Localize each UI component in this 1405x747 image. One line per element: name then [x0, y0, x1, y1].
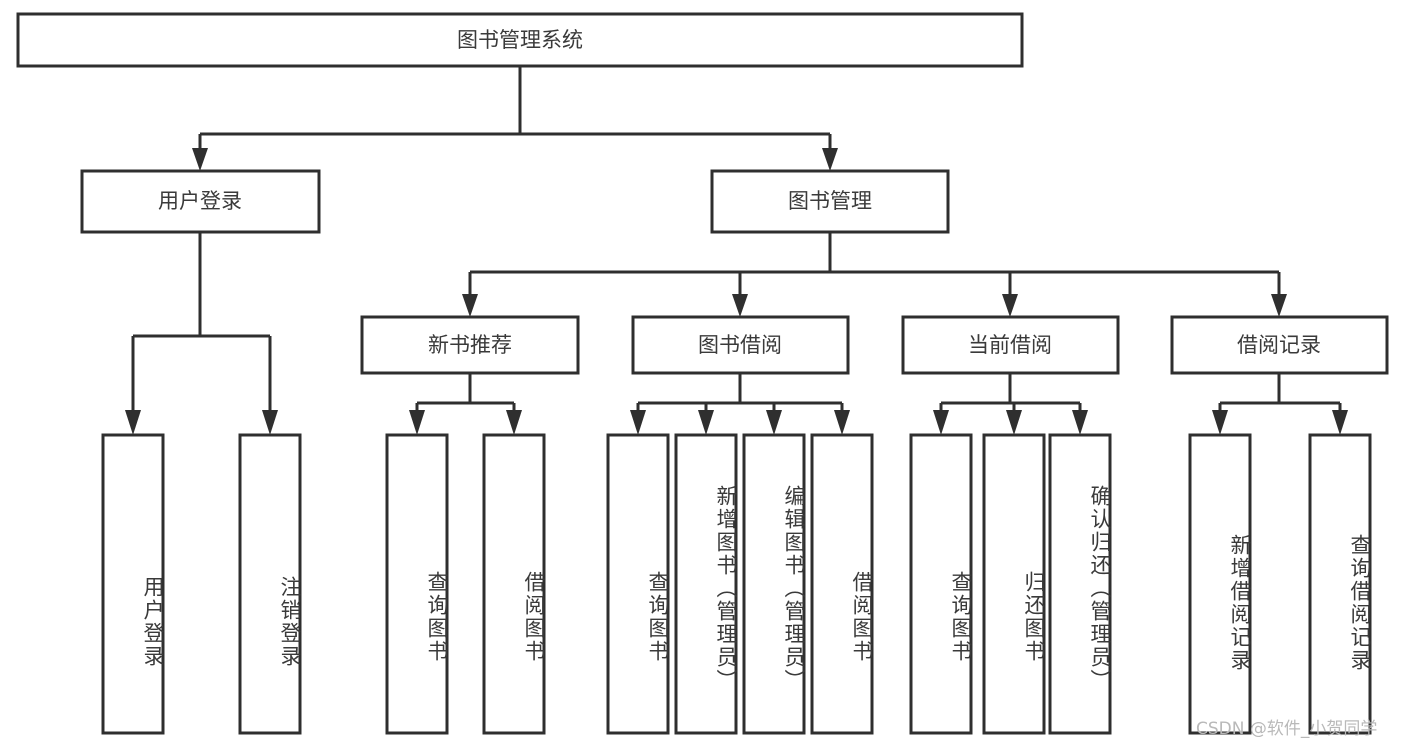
arrowhead-rec-leaf-1	[409, 410, 425, 435]
arrowhead-borrow-leaf-1	[630, 410, 646, 435]
node-box-leaf-add-book-admin[interactable]	[674, 433, 738, 735]
arrowhead-record-leaf-2	[1332, 410, 1348, 435]
node-label-new-book-recommend: 新书推荐	[428, 333, 512, 357]
arrowhead-borrow-leaf-3	[766, 410, 782, 435]
node-box-leaf-rec-borrow-book[interactable]	[482, 433, 546, 735]
node-box-leaf-add-borrow-record[interactable]	[1188, 433, 1252, 735]
node-label-book-borrow: 图书借阅	[698, 333, 782, 357]
node-box-leaf-user-login[interactable]	[101, 433, 165, 735]
arrowhead-current-leaf-3	[1072, 410, 1088, 435]
watermark-csdn: CSDN @软件_小贺同学	[1196, 719, 1378, 739]
arrowhead-current-borrow	[1002, 294, 1018, 317]
node-box-leaf-borrow-book[interactable]	[810, 433, 874, 735]
arrowhead-borrow-record	[1271, 294, 1287, 317]
node-label-book-management: 图书管理	[788, 189, 872, 213]
node-box-new-book-recommend[interactable]	[360, 315, 580, 375]
node-box-leaf-return-book[interactable]	[982, 433, 1046, 735]
arrowhead-user-leaf-1	[125, 410, 141, 435]
node-box-leaf-current-query-book[interactable]	[909, 433, 973, 735]
node-box-leaf-user-logout[interactable]	[238, 433, 302, 735]
node-box-current-borrow[interactable]	[901, 315, 1120, 375]
node-label-user-login: 用户登录	[158, 189, 242, 213]
arrowhead-borrow-leaf-4	[834, 410, 850, 435]
node-box-root[interactable]	[16, 12, 1024, 68]
node-box-book-management[interactable]	[710, 169, 950, 234]
arrowhead-user-leaf-2	[262, 410, 278, 435]
node-box-leaf-confirm-return-admin[interactable]	[1048, 433, 1112, 735]
arrowhead-current-leaf-2	[1006, 410, 1022, 435]
node-box-user-login[interactable]	[80, 169, 321, 234]
connector-layer	[125, 66, 1348, 435]
node-label-current-borrow: 当前借阅	[968, 333, 1052, 357]
arrowhead-book-manage	[822, 148, 838, 171]
node-label-borrow-record: 借阅记录	[1237, 333, 1321, 357]
node-box-leaf-query-borrow-record[interactable]	[1308, 433, 1372, 735]
node-layer: 图书管理系统 用户登录 图书管理 新书推荐 图书借阅 当前借阅 借阅记录	[16, 12, 1389, 735]
node-box-leaf-borrow-query-book[interactable]	[606, 433, 670, 735]
arrowhead-borrow-leaf-2	[698, 410, 714, 435]
arrowhead-book-borrow	[732, 294, 748, 317]
node-box-borrow-record[interactable]	[1170, 315, 1389, 375]
node-box-leaf-edit-book-admin[interactable]	[742, 433, 806, 735]
node-box-leaf-rec-query-book[interactable]	[385, 433, 449, 735]
arrowhead-current-leaf-1	[933, 410, 949, 435]
arrowhead-user-login	[192, 148, 208, 171]
node-label-root: 图书管理系统	[457, 28, 583, 52]
arrowhead-new-book-rec	[462, 294, 478, 317]
node-box-book-borrow[interactable]	[631, 315, 850, 375]
arrowhead-rec-leaf-2	[506, 410, 522, 435]
arrowhead-record-leaf-1	[1212, 410, 1228, 435]
